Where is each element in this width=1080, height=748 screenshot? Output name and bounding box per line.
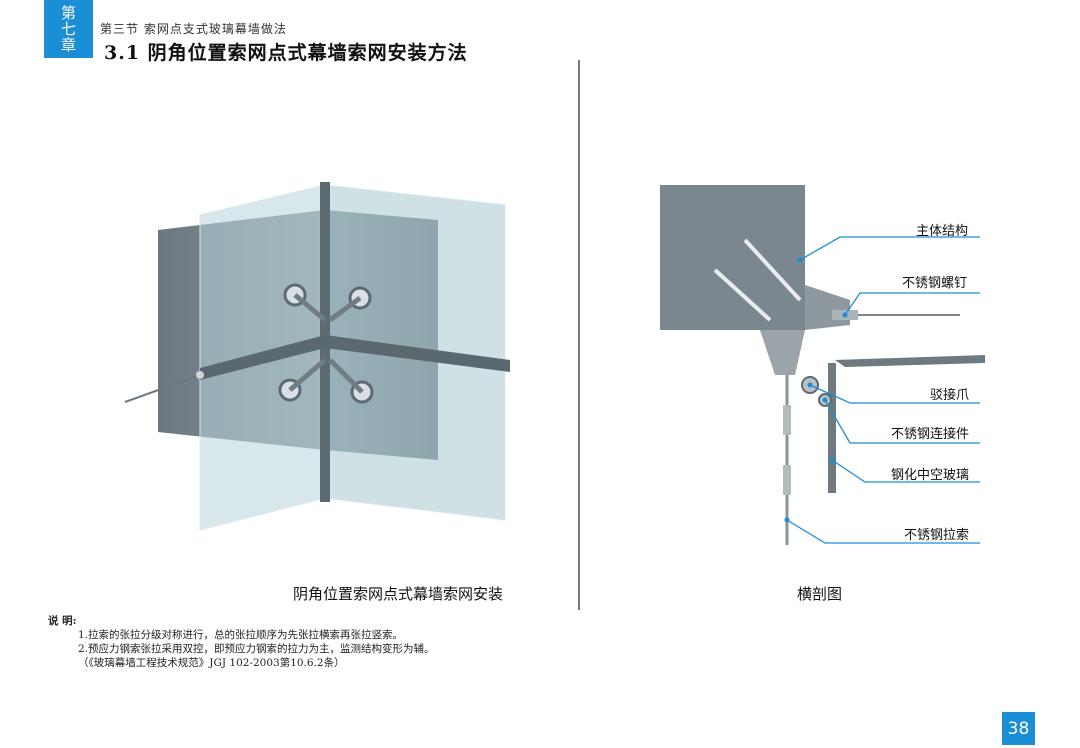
spider-fitting-upper-right <box>328 286 372 323</box>
callout-stainless-screw: 不锈钢螺钉 <box>902 276 968 291</box>
corner-installation-illustration <box>124 182 510 531</box>
vertical-divider <box>578 60 580 610</box>
note-line-2: 2.预应力钢索张拉采用双控，即预应力钢索的拉力为主，监测结构变形为辅。 <box>78 643 435 655</box>
leader-dot-6 <box>784 517 790 523</box>
steel-bracket <box>805 285 850 330</box>
notes-block: 说 明: 1.拉索的张拉分级对称进行，总的张拉顺序为先张拉横索再张拉竖索。 2.… <box>48 614 435 670</box>
corner-installation-figure <box>120 170 530 540</box>
chapter-char-3: 章 <box>60 36 76 54</box>
anchor-bolt-1 <box>743 238 802 302</box>
notes-title: 说 明: <box>48 615 77 627</box>
horizontal-cable-left <box>200 335 325 380</box>
leader-spider <box>809 384 980 404</box>
bracket-plate <box>760 330 805 375</box>
callout-spider-clamp: 驳接爪 <box>930 388 970 403</box>
anchor-bolt-2 <box>713 268 772 322</box>
leader-main-structure <box>799 236 980 261</box>
chapter-char-2: 七 <box>60 20 76 38</box>
leader-cable <box>786 519 980 544</box>
page-title: 3.1 阴角位置索网点式幕墙索网安装方法 <box>104 42 468 64</box>
note-line-3: （《玻璃幕墙工程技术规范》JGJ 102-2003第10.6.2条） <box>78 657 345 669</box>
cable-tail <box>124 374 201 403</box>
spider-fitting-upper-left <box>283 283 327 322</box>
callout-stainless-cable: 不锈钢拉索 <box>904 528 970 543</box>
left-figure-caption: 阴角位置索网点式幕墙索网安装 <box>293 585 504 603</box>
callout-main-structure: 主体结构 <box>916 224 969 239</box>
right-figure-caption: 横剖图 <box>797 585 843 603</box>
horizontal-cable-right <box>325 335 510 372</box>
turnbuckle-lower <box>783 465 791 495</box>
section-label: 第三节 索网点支式玻璃幕墙做法 <box>100 22 287 36</box>
main-structure-block <box>660 185 805 330</box>
glass-top-edge <box>835 355 985 367</box>
cross-section-figure <box>650 175 990 555</box>
callout-stainless-connector: 不锈钢连接件 <box>891 427 970 442</box>
callout-tempered-glass: 钢化中空玻璃 <box>891 468 970 483</box>
leader-dot-3 <box>807 382 813 388</box>
spider-fitting-lower-left <box>278 358 327 402</box>
leader-dot-4 <box>822 397 828 403</box>
leader-dot-2 <box>842 312 848 318</box>
cross-section-illustration <box>660 185 985 545</box>
leader-dot-5 <box>829 457 835 463</box>
glass-vertical-panel <box>828 363 836 493</box>
leader-dot-1 <box>797 257 803 263</box>
spider-fitting-lower-right <box>328 358 374 404</box>
chapter-char-1: 第 <box>60 4 76 22</box>
leader-screw <box>844 292 980 316</box>
leader-glass <box>831 459 980 483</box>
leader-connector <box>824 399 980 444</box>
note-line-1: 1.拉索的张拉分级对称进行，总的张拉顺序为先张拉横索再张拉竖索。 <box>78 629 404 641</box>
page-number: 38 <box>1002 712 1035 745</box>
cable-anchor <box>196 371 204 379</box>
turnbuckle-upper <box>783 405 791 435</box>
chapter-tab: 第 七 章 <box>44 0 93 58</box>
